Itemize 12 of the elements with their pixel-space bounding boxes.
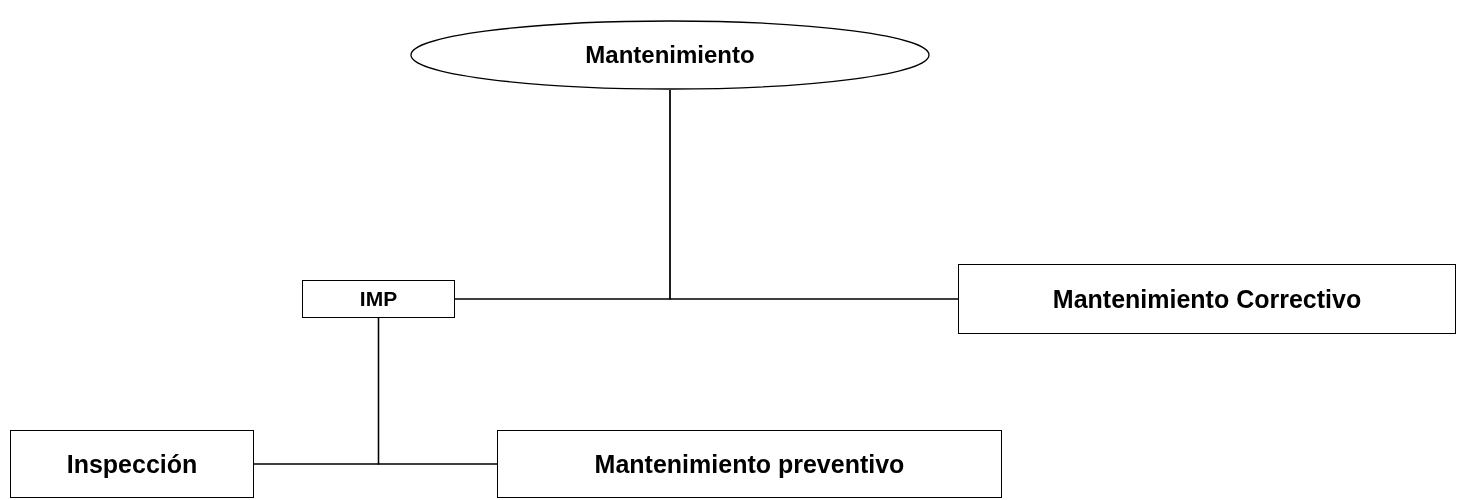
connector-line — [377, 317, 498, 465]
node-label: Mantenimiento preventivo — [594, 449, 905, 479]
ellipse-node — [410, 20, 930, 90]
process-box — [302, 280, 455, 318]
process-box — [497, 430, 1002, 498]
node-label: Mantenimiento — [585, 41, 755, 69]
process-box — [958, 264, 1456, 334]
node-label: Mantenimiento Correctivo — [1052, 284, 1362, 314]
node-label: IMP — [359, 287, 398, 311]
process-box — [10, 430, 254, 498]
node-label: Inspección — [66, 449, 198, 479]
connector-line — [669, 89, 959, 300]
